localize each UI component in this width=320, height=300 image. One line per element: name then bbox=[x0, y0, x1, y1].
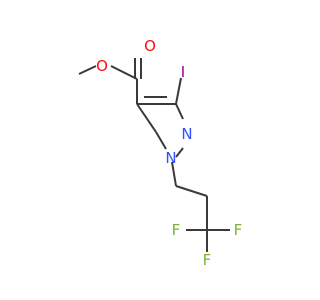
bond-n1-c5 bbox=[155, 131, 167, 150]
pyrazole-structure-diagram: O O I N N F F F bbox=[78, 37, 243, 269]
atom-label-f-right: F bbox=[234, 221, 243, 239]
atom-label-n1: N bbox=[165, 149, 176, 167]
bond-n2-n1 bbox=[175, 147, 184, 158]
atom-label-o-carbonyl: O bbox=[144, 37, 156, 55]
bond-ch2-ch2 bbox=[175, 185, 208, 197]
bond-c3-iodo bbox=[175, 77, 182, 105]
atom-label-o-ester: O bbox=[96, 57, 108, 75]
atom-label-n2: N bbox=[181, 125, 192, 143]
bond-c4-c5 bbox=[136, 103, 157, 133]
atom-label-f-left: F bbox=[172, 221, 181, 239]
bond-methyl-o bbox=[78, 65, 97, 75]
bond-o-carbonyl-carbon bbox=[110, 65, 138, 80]
atom-label-iodine: I bbox=[181, 63, 185, 81]
atom-label-f-bottom: F bbox=[203, 251, 212, 269]
bond-n1-ch2 bbox=[171, 161, 177, 187]
bond-c3-n2 bbox=[175, 103, 184, 120]
